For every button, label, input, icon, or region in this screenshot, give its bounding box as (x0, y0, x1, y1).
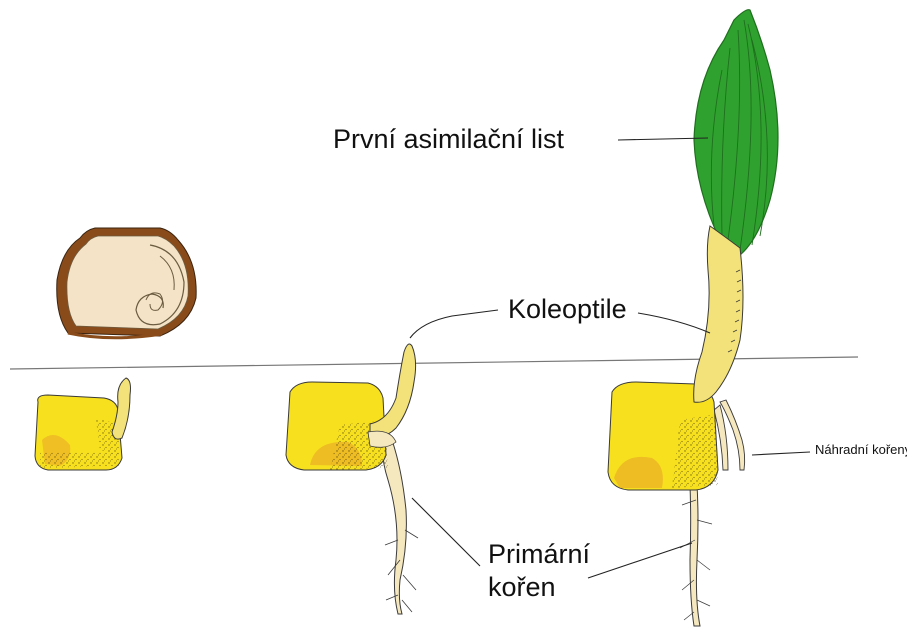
seed-stage-2 (286, 344, 418, 614)
leader-primary-root-left (412, 498, 480, 566)
leader-adventitious-roots (752, 452, 810, 455)
label-first-leaf: První asimilační list (333, 126, 564, 153)
seedling-stage-3 (608, 10, 778, 626)
leader-coleoptile-right (638, 313, 710, 333)
seed-stage-1 (35, 378, 131, 470)
label-primary-root-line1: Primární (488, 541, 590, 568)
label-coleoptile: Koleoptile (508, 296, 627, 323)
label-primary-root-line2: kořen (488, 574, 556, 601)
grain-cross-section (57, 228, 196, 338)
leader-primary-root-right (588, 543, 692, 578)
label-adventitious-roots: Náhradní kořeny (815, 443, 907, 456)
leader-coleoptile-left (410, 310, 498, 338)
